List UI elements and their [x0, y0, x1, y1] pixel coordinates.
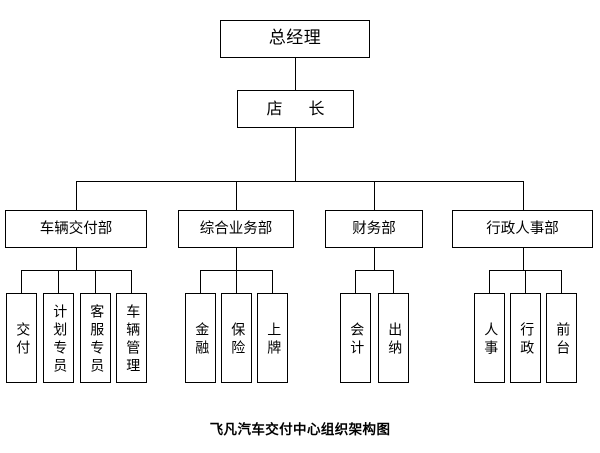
node-department-comprehensive-business-label: 综合业务部: [199, 220, 273, 237]
node-role-customer-service-specialist[interactable]: 客服专员: [80, 293, 111, 383]
node-role-cashier-label: 出纳: [386, 322, 403, 358]
node-role-vehicle-management-label: 车辆管理: [124, 304, 141, 376]
connector-dept3-stem: [374, 248, 375, 270]
node-role-accountant[interactable]: 会计: [340, 293, 371, 383]
node-general-manager-label: 总经理: [268, 28, 322, 49]
connector-dept1-to-child-2: [58, 270, 59, 293]
connector-dept1-stem: [76, 248, 77, 270]
node-department-administration-hr[interactable]: 行政人事部: [452, 210, 593, 248]
node-role-insurance[interactable]: 保险: [221, 293, 252, 383]
connector-dept1-to-child-4: [131, 270, 132, 293]
node-role-vehicle-management[interactable]: 车辆管理: [116, 293, 147, 383]
node-store-manager[interactable]: 店 长: [237, 90, 354, 128]
connector-dept2-stem: [236, 248, 237, 270]
node-role-administration[interactable]: 行政: [510, 293, 541, 383]
node-role-planning-specialist-label: 计划专员: [51, 304, 68, 376]
node-department-vehicle-delivery[interactable]: 车辆交付部: [5, 210, 147, 248]
node-role-licensing-label: 上牌: [265, 322, 282, 358]
node-role-hr-label: 人事: [482, 322, 499, 358]
node-department-vehicle-delivery-label: 车辆交付部: [39, 220, 113, 237]
connector-dept4-to-child-1: [489, 270, 490, 293]
node-department-finance-label: 财务部: [352, 220, 396, 237]
node-role-licensing[interactable]: 上牌: [257, 293, 288, 383]
connector-dept4-stem: [523, 248, 524, 270]
connector-dept2-to-child-3: [272, 270, 273, 293]
connector-department-bus: [76, 181, 523, 182]
connector-bus-to-dept-1: [76, 181, 77, 210]
node-general-manager[interactable]: 总经理: [220, 20, 370, 58]
node-role-delivery[interactable]: 交付: [6, 293, 37, 383]
connector-dept2-to-child-1: [200, 270, 201, 293]
node-role-hr[interactable]: 人事: [474, 293, 505, 383]
connector-dept3-to-child-2: [393, 270, 394, 293]
connector-gm-to-manager: [295, 58, 296, 90]
node-role-cashier[interactable]: 出纳: [378, 293, 409, 383]
node-role-customer-service-specialist-label: 客服专员: [88, 304, 105, 376]
connector-dept1-to-child-1: [21, 270, 22, 293]
connector-dept1-bus: [21, 270, 132, 271]
connector-bus-to-dept-3: [374, 181, 375, 210]
connector-bus-to-dept-4: [523, 181, 524, 210]
node-store-manager-label: 店 长: [266, 99, 330, 118]
node-role-finance-loan-label: 金融: [193, 322, 210, 358]
node-role-delivery-label: 交付: [14, 322, 31, 358]
connector-dept1-to-child-3: [95, 270, 96, 293]
node-department-finance[interactable]: 财务部: [325, 210, 423, 248]
connector-dept4-to-child-2: [525, 270, 526, 293]
node-department-administration-hr-label: 行政人事部: [486, 220, 559, 237]
chart-caption: 飞凡汽车交付中心组织架构图: [209, 422, 391, 438]
connector-manager-stem: [295, 128, 296, 181]
connector-dept3-to-child-1: [355, 270, 356, 293]
node-role-reception-label: 前台: [554, 322, 571, 358]
node-role-planning-specialist[interactable]: 计划专员: [43, 293, 74, 383]
node-role-administration-label: 行政: [518, 322, 535, 358]
connector-dept2-to-child-2: [236, 270, 237, 293]
node-role-finance-loan[interactable]: 金融: [185, 293, 216, 383]
node-role-reception[interactable]: 前台: [546, 293, 577, 383]
node-role-insurance-label: 保险: [229, 322, 246, 358]
node-department-comprehensive-business[interactable]: 综合业务部: [178, 210, 294, 248]
node-role-accountant-label: 会计: [348, 322, 365, 358]
connector-dept3-bus: [355, 270, 394, 271]
connector-bus-to-dept-2: [236, 181, 237, 210]
connector-dept4-to-child-3: [561, 270, 562, 293]
